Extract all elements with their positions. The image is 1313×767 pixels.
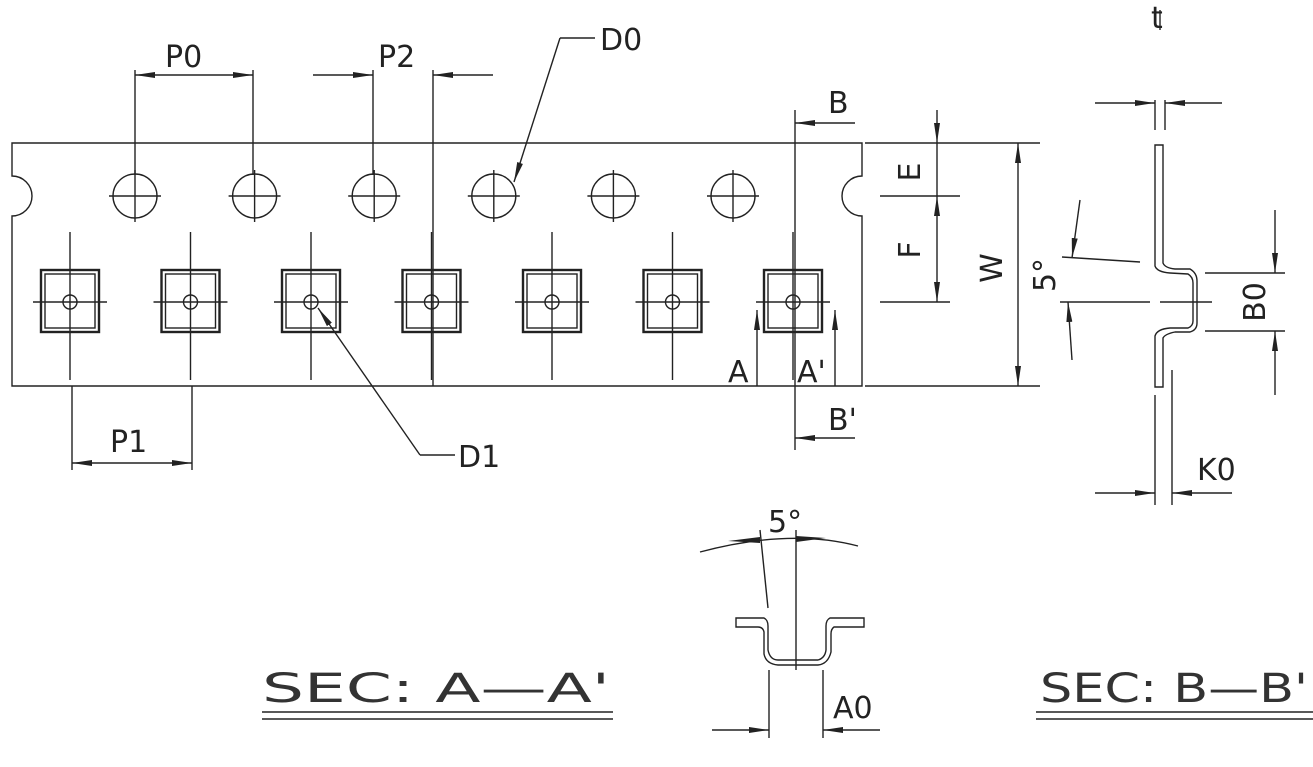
d0-label: D0 [600, 23, 642, 58]
p1-label: P1 [110, 425, 147, 460]
pockets [33, 232, 830, 380]
a-prime-label: A' [797, 355, 826, 390]
sprocket-hole [348, 170, 401, 222]
b0-label: B0 [1238, 282, 1273, 322]
pocket [153, 232, 228, 380]
w-label: W [975, 253, 1010, 283]
pocket [635, 232, 710, 380]
k0-label: K0 [1197, 453, 1236, 488]
p0-dimension: P0 [134, 40, 254, 175]
a-section-marker: A A' [728, 310, 838, 390]
f-label: F [893, 241, 928, 258]
t-label: t [1151, 1, 1163, 36]
sprocket-hole [707, 170, 759, 222]
e-f-w-dimensions: E F W [865, 110, 1040, 387]
sprocket-hole [109, 170, 161, 222]
section-bb-profile: t 5° B0 K0 [1028, 1, 1285, 505]
d1-label: D1 [458, 440, 500, 475]
section-bb-text: SEC: B—B' [1040, 666, 1308, 712]
pocket [33, 232, 107, 380]
sprocket-hole [587, 170, 640, 222]
p1-dimension: P1 [71, 386, 193, 470]
a0-label: A0 [833, 691, 873, 726]
sprocket-hole [467, 170, 520, 222]
e-label: E [893, 163, 928, 182]
pocket [515, 232, 589, 380]
sprocket-holes [109, 170, 759, 222]
section-aa-profile: 5° A0 [699, 505, 880, 738]
pocket [274, 232, 348, 380]
angle-aa-label: 5° [768, 505, 802, 540]
tape-outline [11, 142, 863, 387]
p2-label: P2 [378, 40, 415, 75]
sprocket-hole [228, 170, 281, 222]
section-bb-title: SEC: B—B' [1036, 666, 1313, 720]
b-prime-label: B' [828, 403, 857, 438]
angle-bb-label: 5° [1028, 258, 1063, 292]
d1-leader: D1 [317, 307, 500, 475]
d0-leader: D0 [513, 23, 642, 183]
p0-label: P0 [165, 40, 202, 75]
pocket [394, 232, 469, 380]
b-section-marker: B B' [794, 86, 857, 450]
p2-dimension: P2 [313, 40, 493, 386]
section-aa-title: SEC: A—A' [262, 666, 613, 720]
b-label: B [828, 86, 849, 121]
section-aa-text: SEC: A—A' [262, 666, 610, 712]
pocket [756, 232, 830, 380]
a-label: A [728, 355, 749, 390]
